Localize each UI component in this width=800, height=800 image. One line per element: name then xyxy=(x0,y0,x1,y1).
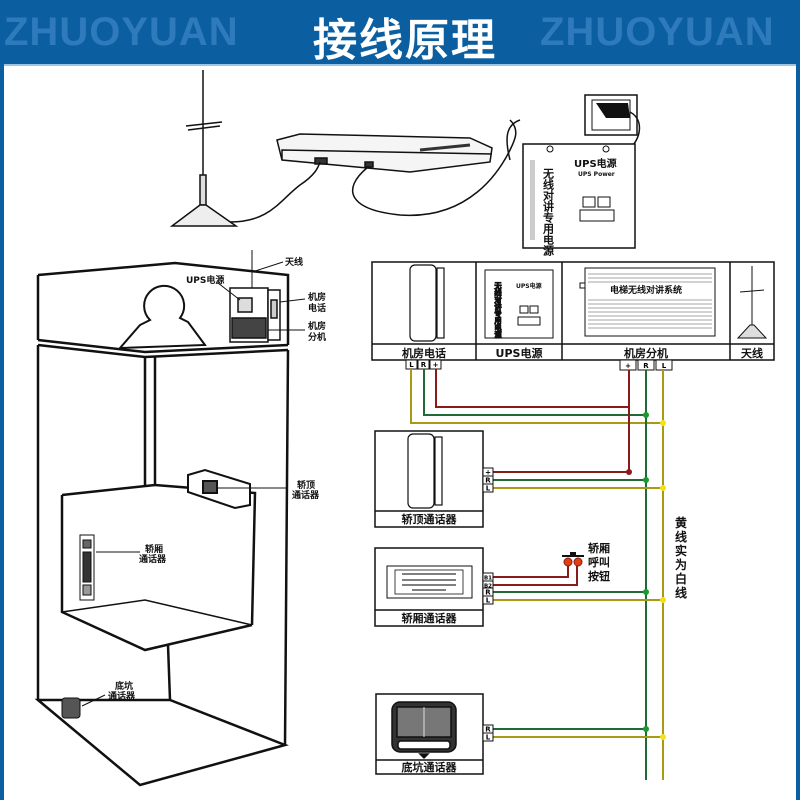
svg-text:+: + xyxy=(433,361,439,369)
svg-text:白: 白 xyxy=(675,571,687,586)
antenna-icon xyxy=(736,266,768,339)
shaft-label-room-phone-2: 电话 xyxy=(308,302,326,314)
svg-text:实: 实 xyxy=(675,543,687,558)
call-button-icon xyxy=(562,552,584,567)
ups-box-title: UPS电源 xyxy=(574,157,617,170)
car-terminals: B1 B2 R L xyxy=(482,572,494,605)
pit-intercom-icon xyxy=(61,697,81,719)
pit-unit-box xyxy=(375,693,484,775)
shaft-label-room-unit-2: 分机 xyxy=(308,331,326,343)
shaft-label-car-top-2: 通话器 xyxy=(292,489,320,501)
shaft-label-pit-2: 通话器 xyxy=(108,690,136,702)
svg-text:B1: B1 xyxy=(484,576,492,582)
ups-device-icon: 无线对讲专用电源 UPS电源 xyxy=(484,269,554,340)
svg-text:L: L xyxy=(409,361,414,369)
frame-top xyxy=(0,64,800,66)
svg-text:L: L xyxy=(486,734,491,742)
svg-text:无线对讲专用电源: 无线对讲专用电源 xyxy=(494,282,503,339)
svg-text:+: + xyxy=(485,469,491,477)
wire-green-room-phone xyxy=(423,369,646,416)
svg-text:电梯无线对讲系统: 电梯无线对讲系统 xyxy=(610,284,682,296)
svg-text:为: 为 xyxy=(675,557,687,572)
svg-text:R: R xyxy=(485,726,491,734)
shaft-label-car-top-1: 轿顶 xyxy=(297,479,315,491)
frame-left xyxy=(0,64,4,800)
car-unit-box xyxy=(374,547,484,627)
call-button-label-2: 呼叫 xyxy=(588,555,610,569)
room-phone-handset-icon xyxy=(409,264,445,342)
shaft-label-ups: UPS电源 xyxy=(186,274,224,286)
frame-right xyxy=(796,64,800,800)
svg-text:R: R xyxy=(643,362,649,370)
antenna-stand-icon xyxy=(169,70,239,227)
call-button-label-1: 轿厢 xyxy=(588,541,610,555)
svg-text:R: R xyxy=(485,477,491,485)
shaft-label-antenna: 天线 xyxy=(285,256,303,268)
svg-text:L: L xyxy=(486,485,491,493)
call-button-label-3: 按钮 xyxy=(588,569,610,583)
car-intercom-panel-icon xyxy=(79,534,95,601)
label-room-unit: 机房分机 xyxy=(624,346,668,360)
svg-text:+: + xyxy=(625,362,631,370)
machine-room-equipment-icon xyxy=(229,250,281,343)
shaft-label-room-phone-1: 机房 xyxy=(308,291,326,303)
watermark-left: ZHUOYUAN xyxy=(4,10,239,54)
svg-text:R: R xyxy=(421,361,427,369)
svg-text:线: 线 xyxy=(675,585,687,600)
wire-note: 黄 线 实 为 白 线 xyxy=(675,515,687,600)
shaft-leader-lines xyxy=(81,261,306,707)
watermark-right: ZHUOYUAN xyxy=(540,10,775,54)
label-antenna: 天线 xyxy=(741,346,763,360)
car-top-unit-box xyxy=(374,430,484,528)
pit-terminals: R L xyxy=(482,724,494,742)
ups-vertical-text: 无线对讲专用电源 xyxy=(542,168,556,257)
shaft-label-car-1: 轿厢 xyxy=(145,543,163,555)
ups-box-subtitle: UPS Power xyxy=(578,171,615,178)
svg-text:黄: 黄 xyxy=(675,515,687,530)
wall-socket-icon xyxy=(584,94,641,166)
svg-text:L: L xyxy=(662,362,667,370)
wire-yellow-room-phone xyxy=(410,369,663,424)
svg-text:线: 线 xyxy=(675,529,687,544)
wire-b2 xyxy=(493,565,578,586)
cables xyxy=(229,119,521,223)
svg-text:R: R xyxy=(485,589,491,597)
svg-text:UPS电源: UPS电源 xyxy=(516,282,542,290)
svg-text:L: L xyxy=(486,597,491,605)
svg-text:B2: B2 xyxy=(484,584,492,590)
label-car-unit: 轿厢通话器 xyxy=(402,611,458,625)
room-phone-terminals: L R + xyxy=(405,359,442,370)
shaft-label-car-2: 通话器 xyxy=(139,553,167,565)
label-car-top-unit: 轿顶通话器 xyxy=(402,512,458,526)
room-unit-device-icon: 电梯无线对讲系统 xyxy=(579,267,716,337)
header-banner: ZHUOYUAN ZHUOYUAN 接线原理 xyxy=(0,0,800,64)
base-station-icon xyxy=(276,133,493,173)
ups-power-box: 无线对讲专用电源 UPS电源 UPS Power xyxy=(522,143,636,257)
label-pit-unit: 底坑通话器 xyxy=(402,760,458,774)
car-top-terminals: + R L xyxy=(482,467,494,493)
shaft-label-pit-1: 底坑 xyxy=(115,680,133,692)
car-top-intercom-icon xyxy=(187,468,251,510)
wire-b1 xyxy=(493,565,569,578)
traction-machine-icon xyxy=(117,284,207,350)
shaft-label-room-unit-1: 机房 xyxy=(308,320,326,332)
wire-red-room-phone xyxy=(435,369,629,408)
room-unit-terminals: + R L xyxy=(619,359,673,371)
elevator-shaft xyxy=(34,261,290,787)
junction-dots xyxy=(626,412,666,740)
page-title: 接线原理 xyxy=(313,15,497,64)
wires xyxy=(410,369,664,780)
label-ups: UPS电源 xyxy=(496,346,543,360)
label-room-phone: 机房电话 xyxy=(402,346,446,360)
